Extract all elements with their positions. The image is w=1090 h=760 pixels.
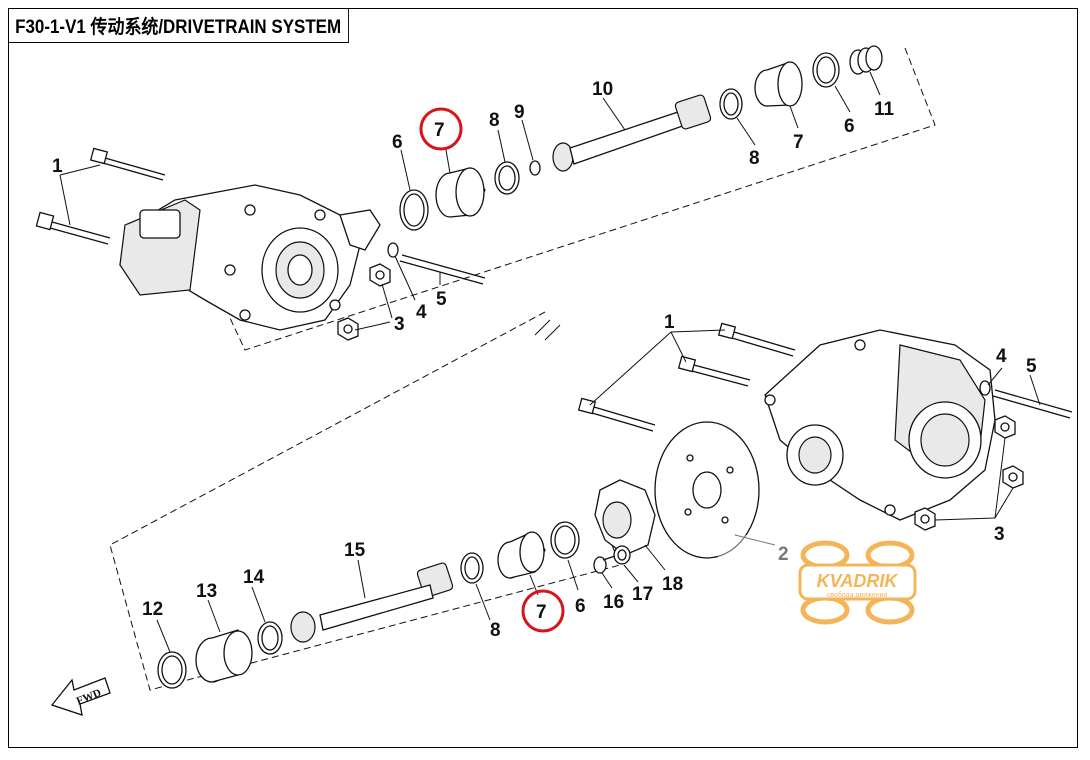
shaft-10 (552, 94, 712, 172)
bolt-lower-b (677, 355, 751, 387)
circlip-9 (529, 160, 541, 176)
callout-label: 3 (394, 314, 405, 335)
seal-17 (613, 545, 631, 565)
nut-upper-a (369, 263, 391, 287)
boot-7-upper-right (754, 61, 803, 107)
bolt-lower-c (577, 397, 656, 432)
watermark-brand: KVADRIK (817, 571, 900, 591)
snap-ring-6-lower (550, 521, 580, 559)
shaft-15 (290, 562, 454, 643)
nut-lower-a (994, 415, 1016, 439)
washer-upper (387, 242, 399, 258)
callout-label: 13 (196, 581, 217, 602)
callout-label: 5 (1026, 356, 1037, 377)
highlight-callout-7-lower (521, 589, 565, 633)
callout-label: 7 (793, 132, 804, 153)
boot-7-lower (497, 531, 546, 579)
callout-label: 8 (490, 620, 501, 641)
kvadrik-watermark-logo: KVADRIK свобода движения (718, 535, 988, 655)
nut-upper-b (337, 317, 359, 341)
callout-label: 6 (575, 596, 586, 617)
ring-8-upper-left (494, 161, 520, 195)
callout-label: 18 (662, 574, 683, 595)
callout-label: 9 (514, 102, 525, 123)
front-differential-housing (119, 184, 381, 331)
callouts-lower: 1 4 5 3 2 18 17 16 6 7 8 15 14 13 12 (142, 312, 1037, 641)
callout-label: 16 (603, 592, 624, 613)
fwd-direction-arrow: FWD (50, 677, 111, 716)
ring-12 (157, 651, 187, 689)
sleeve-13 (195, 629, 253, 683)
highlight-callout-7-upper (419, 107, 463, 151)
bolt-16 (593, 555, 616, 574)
brake-disc-2 (654, 421, 760, 559)
bolt-lower-a (717, 322, 796, 357)
callout-label: 6 (844, 116, 855, 137)
diagram-frame (8, 8, 1078, 748)
ring-8-lower (460, 552, 484, 584)
callout-label: 3 (994, 524, 1005, 545)
washer-lower (979, 380, 991, 396)
rear-differential-housing (764, 329, 996, 521)
snap-ring-6-upper-left (399, 189, 429, 231)
callout-label: 8 (749, 148, 760, 169)
bolt-upper-a (89, 147, 166, 181)
callout-label: 1 (664, 312, 675, 333)
callout-label: 2 (778, 544, 789, 565)
callout-label: 4 (996, 346, 1007, 367)
stud-lower (992, 389, 1073, 419)
callout-label: 5 (436, 289, 447, 310)
assembly-boundary-upper (229, 47, 936, 351)
nut-lower-b (1002, 465, 1024, 489)
watermark-tagline: свобода движения (827, 591, 888, 599)
flange-18 (594, 479, 656, 556)
callout-label: 10 (592, 79, 613, 100)
diagram-title: F30-1-V1 传动系统/DRIVETRAIN SYSTEM (8, 8, 350, 43)
callout-label: 17 (632, 584, 653, 605)
assembly-boundary-lower (109, 311, 621, 691)
callouts-upper: 1 3 4 5 6 7 8 9 10 8 7 6 11 (52, 79, 895, 335)
callout-label: 6 (392, 132, 403, 153)
bolt-upper-b (35, 211, 111, 245)
boot-7-upper-left (435, 167, 486, 218)
callout-label: 4 (416, 302, 427, 323)
spring-11 (849, 45, 883, 75)
callout-label: 11 (874, 99, 895, 120)
ring-8-upper-right (719, 88, 743, 120)
callout-label: 14 (243, 567, 265, 588)
nut-lower-c (914, 507, 936, 531)
stud-upper (399, 254, 486, 285)
callout-label: 15 (344, 540, 366, 561)
callout-label: 7 (536, 602, 547, 623)
break-mark (534, 319, 561, 341)
snap-ring-6-upper-right (812, 52, 840, 88)
callout-label: 8 (489, 110, 500, 131)
callout-label: 7 (434, 120, 445, 141)
leader-lines (59, 71, 1041, 653)
ring-14 (257, 621, 283, 655)
callout-label: 1 (52, 156, 63, 177)
callout-label: 12 (142, 599, 163, 620)
